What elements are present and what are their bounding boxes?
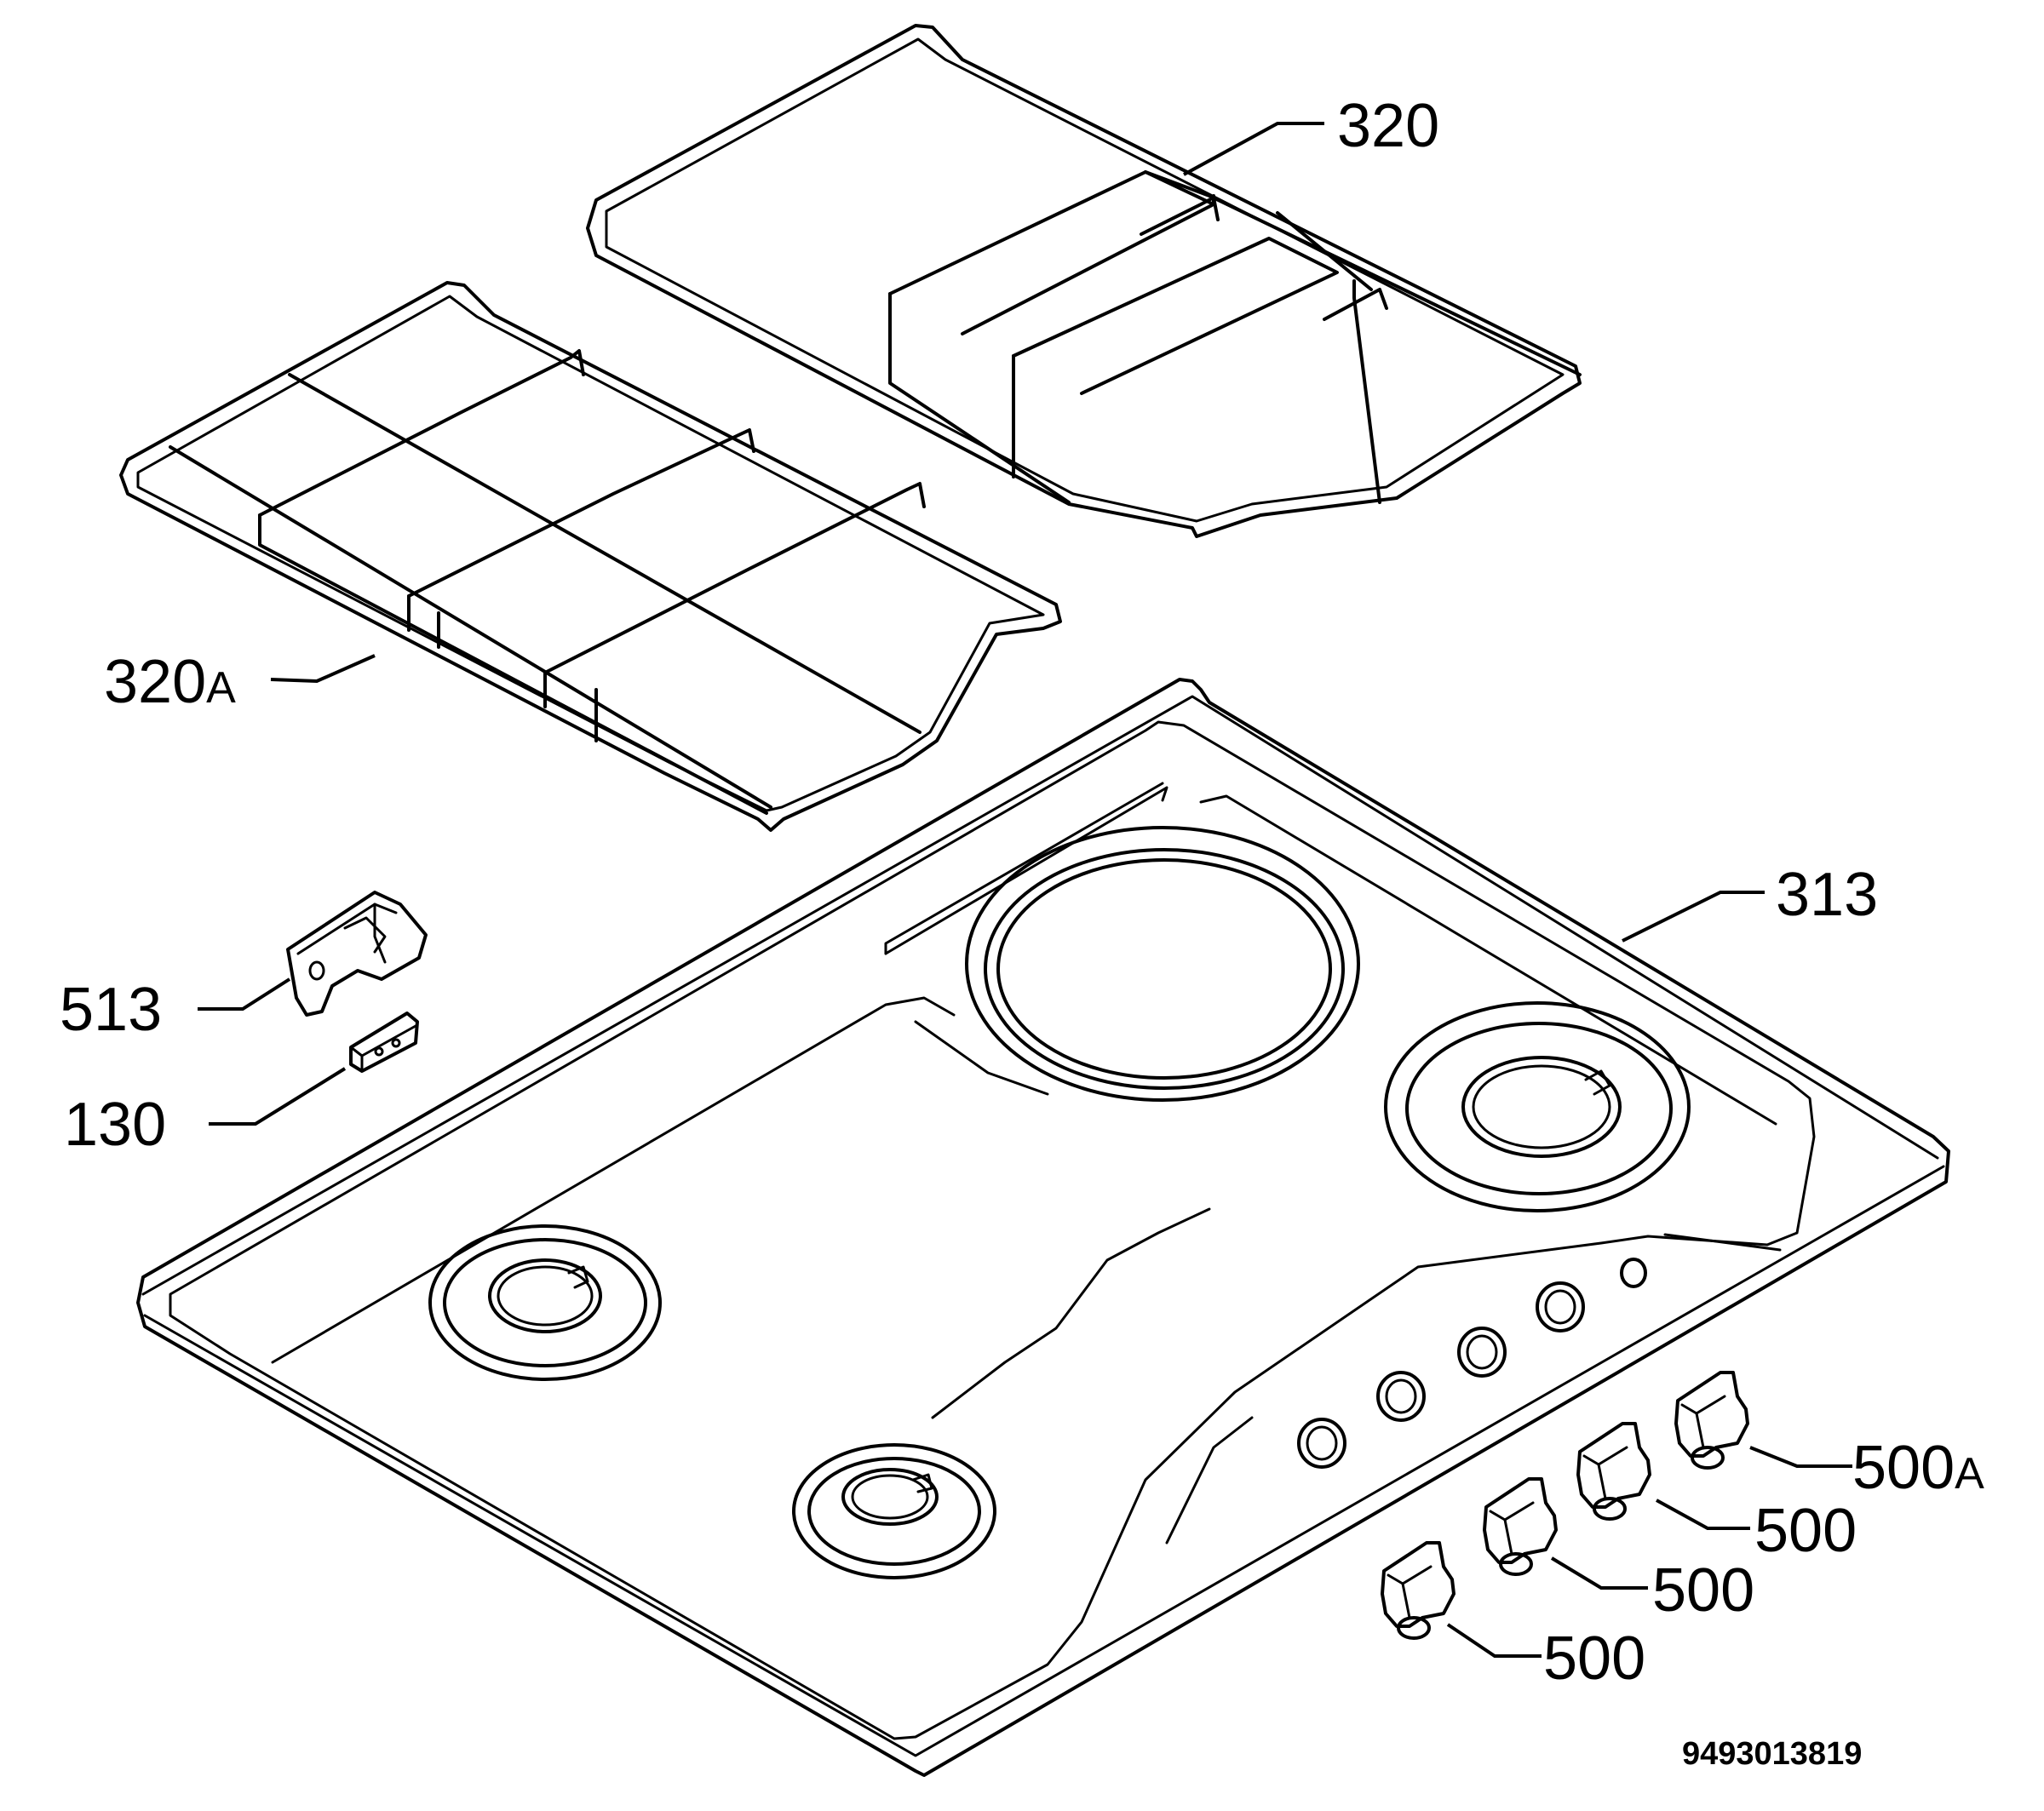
- burner-large-rear: [914, 826, 1360, 1102]
- callout-513: 513: [60, 976, 162, 1044]
- burner-right: [1384, 1001, 1691, 1212]
- hob-top-plate: [136, 678, 1950, 1777]
- knob-500-3: [1381, 1541, 1455, 1640]
- callout-320A: 320A: [104, 648, 236, 716]
- leader-lines: [198, 122, 1852, 1658]
- knob-500A: [1674, 1371, 1749, 1470]
- callout-320: 320: [1337, 92, 1439, 160]
- callout-500-1: 500: [1754, 1497, 1857, 1565]
- clip-part: [349, 1012, 419, 1073]
- callout-500-3: 500: [1543, 1625, 1645, 1693]
- callout-130: 130: [64, 1091, 166, 1159]
- callout-500-2: 500: [1652, 1556, 1754, 1625]
- knob-500-2: [1483, 1477, 1558, 1576]
- diagram-code: 9493013819: [1682, 1736, 1862, 1772]
- callout-500A: 500A: [1852, 1434, 1984, 1502]
- knob-holes: [1297, 1258, 1647, 1469]
- bracket-part: [286, 891, 428, 1017]
- callout-313: 313: [1776, 861, 1878, 929]
- burner-front: [792, 1443, 996, 1579]
- pan-support-left: [119, 281, 1062, 832]
- pan-support-rear: [586, 24, 1582, 538]
- burner-left: [428, 1224, 662, 1381]
- knob-500-1: [1576, 1422, 1651, 1521]
